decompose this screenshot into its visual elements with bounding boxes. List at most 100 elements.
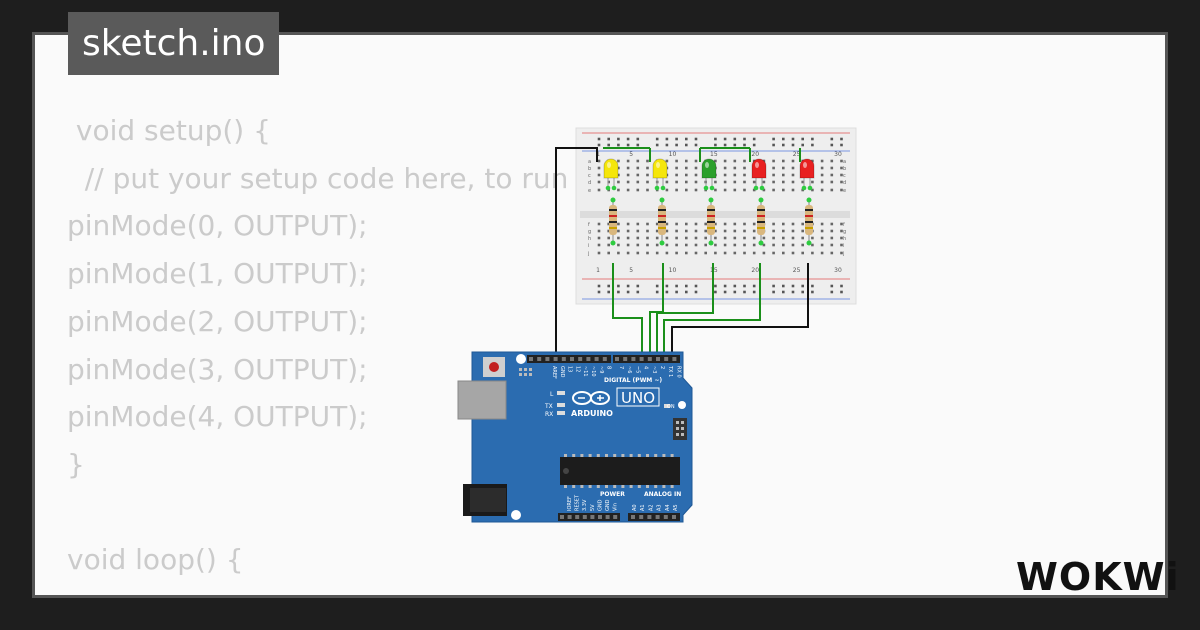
row-letter: j — [842, 251, 844, 257]
on-label: ON — [667, 404, 675, 410]
power-pin-label: IOREF — [567, 496, 573, 511]
row-letter: h — [588, 236, 591, 242]
column-number: 25 — [793, 267, 801, 274]
wires — [555, 147, 809, 358]
pin-label: ~9 — [598, 366, 604, 373]
analog-pin-label: A0 — [632, 504, 638, 511]
pin-label: 8 — [606, 366, 612, 369]
resistors — [609, 197, 813, 246]
pin-label: ~11 — [582, 366, 588, 377]
pin-label: 4 — [643, 366, 649, 369]
column-number: 20 — [751, 151, 759, 158]
code-line: pinMode(0, OUTPUT); — [67, 209, 368, 243]
pin-label: ~10 — [590, 366, 596, 377]
row-letter: i — [843, 243, 844, 249]
analog-pin-label: A3 — [657, 504, 663, 511]
pin-label: 12 — [574, 366, 580, 372]
row-letter: e — [588, 188, 591, 194]
pin-label: AREF — [551, 366, 557, 379]
uno-label: UNO — [621, 389, 655, 407]
code-listing: void setup() { // put your setup code he… — [67, 107, 727, 595]
pin-label: 13 — [567, 366, 573, 372]
code-line: void setup() { — [67, 114, 271, 147]
column-number: 20 — [751, 267, 759, 274]
code-line: pinMode(1, OUTPUT); — [67, 257, 368, 291]
arduino-brand-label: ARDUINO — [571, 409, 613, 418]
code-line: } — [67, 447, 85, 481]
analog-pin-label: A5 — [673, 504, 679, 511]
column-number: 1 — [596, 151, 600, 158]
power-pin-label: RESET — [575, 494, 581, 511]
column-number: 5 — [629, 151, 633, 158]
analog-label: ANALOG IN — [644, 491, 681, 498]
row-letter: g — [588, 229, 591, 235]
leds — [603, 158, 815, 191]
mcu-chip — [560, 457, 680, 485]
pin-label: ~3 — [651, 366, 657, 373]
analog-pin-label: A4 — [665, 504, 671, 511]
row-letter: d — [588, 180, 591, 186]
power-label: POWER — [600, 491, 625, 498]
code-line: pinMode(2, OUTPUT); — [67, 304, 368, 338]
pin-label: RX 0 — [675, 366, 681, 378]
pin-label: GND — [559, 366, 565, 378]
pin-label: 7 — [618, 366, 624, 369]
row-letter: f — [843, 222, 845, 228]
wokwi-logo: WOKWi — [1016, 555, 1179, 599]
wire-led5 — [671, 263, 809, 358]
row-letter: i — [588, 243, 589, 249]
column-number: 30 — [834, 267, 842, 274]
sketch-title: sketch.ino — [68, 12, 280, 75]
pin-label: ~5 — [634, 366, 640, 373]
analog-pin-label: A2 — [648, 504, 654, 511]
digital-label: DIGITAL (PWM ~) — [604, 377, 662, 384]
code-line: // put your setup code here, to run once… — [67, 161, 655, 195]
row-letter: b — [843, 166, 846, 172]
row-letter: b — [588, 166, 591, 172]
power-pin-label: Vin — [613, 503, 619, 511]
pin-label: ~6 — [626, 366, 632, 373]
arduino-logo-icon — [572, 391, 610, 405]
wire-gnd — [555, 147, 598, 358]
row-letter: c — [843, 173, 846, 179]
row-letter: a — [843, 159, 846, 165]
rx-label: RX — [545, 411, 553, 418]
pin-label: 2 — [659, 366, 665, 369]
column-number: 10 — [669, 151, 677, 158]
row-letter: g — [843, 229, 846, 235]
column-number: 30 — [834, 151, 842, 158]
row-letter: f — [588, 222, 590, 228]
column-number: 5 — [629, 267, 633, 274]
led-yellow — [603, 158, 619, 191]
led-red — [799, 158, 815, 191]
column-number: 25 — [793, 151, 801, 158]
row-letter: e — [843, 188, 846, 194]
power-pin-label: GND — [605, 499, 611, 511]
power-pin-label: 5V — [590, 504, 596, 511]
row-letter: a — [588, 159, 591, 165]
wire-led4 — [663, 263, 761, 358]
power-pin-label: 3.3V — [582, 499, 588, 511]
l-label: L — [550, 391, 554, 398]
led-green — [701, 158, 717, 191]
wire-led1 — [612, 263, 643, 358]
row-letter: c — [588, 173, 591, 179]
pin-label: TX 1 — [667, 365, 673, 377]
column-number: 10 — [669, 267, 677, 274]
code-line: pinMode(3, OUTPUT); — [67, 352, 368, 386]
column-number: 1 — [596, 267, 600, 274]
code-line: pinMode(4, OUTPUT); — [67, 400, 368, 434]
row-letter: h — [843, 236, 846, 242]
usb-port — [457, 380, 507, 420]
code-line: void loop() { — [67, 543, 244, 577]
code-line: // put your main code here, to run repea… — [67, 591, 727, 595]
power-pin-label: GND — [597, 499, 603, 511]
led-yellow — [652, 158, 668, 191]
column-number: 15 — [710, 151, 718, 158]
analog-pin-label: A1 — [640, 504, 646, 511]
led-red — [751, 158, 767, 191]
row-letter: j — [587, 251, 589, 257]
